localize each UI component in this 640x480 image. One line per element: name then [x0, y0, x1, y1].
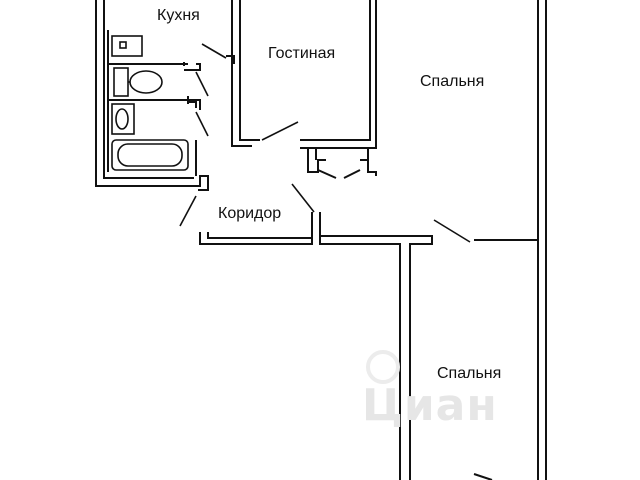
- bathtub-icon: [111, 139, 189, 171]
- door-bedroom-1: [433, 219, 471, 243]
- toilet-icon: [113, 67, 163, 97]
- door-living: [261, 121, 299, 141]
- closet: [307, 148, 326, 173]
- room-label-kitchen: Кухня: [157, 7, 200, 24]
- door-bathroom-2: [195, 111, 209, 137]
- door-bathroom-1: [195, 71, 209, 97]
- right-outer-wall-1: [474, 0, 539, 241]
- walls: [95, 0, 547, 480]
- kitchen-sink-icon: [111, 35, 143, 57]
- door-entry: [179, 195, 197, 227]
- room-label-corridor: Коридор: [218, 205, 282, 222]
- left-outer-wall: [95, 0, 209, 191]
- room-label-bedroom-2: Спальня: [437, 365, 502, 382]
- fixtures: [111, 35, 189, 171]
- corridor-bottom-wall: [199, 212, 313, 245]
- door-corridor: [291, 183, 315, 213]
- sink-icon: [111, 103, 135, 135]
- living-right-wall: [300, 0, 377, 149]
- door-kitchen: [201, 43, 227, 59]
- room-label-living: Гостиная: [268, 45, 336, 62]
- room-label-bedroom-1: Спальня: [420, 73, 485, 90]
- doors: [179, 43, 471, 243]
- left-inner-wall: [103, 0, 194, 179]
- kitchen-living-wall: [231, 0, 252, 147]
